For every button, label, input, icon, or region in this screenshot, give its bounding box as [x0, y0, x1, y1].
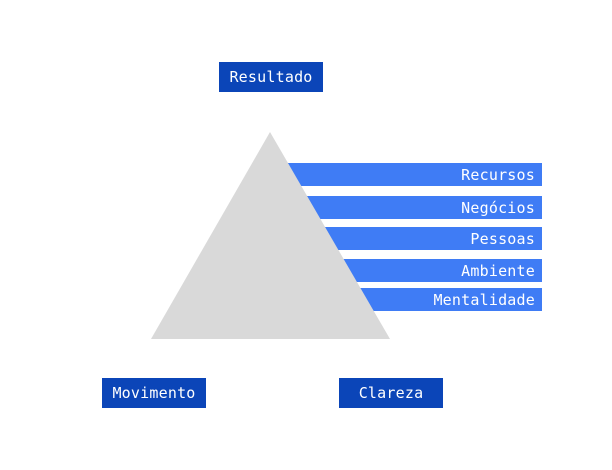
layer-bar-recursos: Recursos — [280, 163, 542, 186]
bottom-left-label: Movimento — [102, 378, 206, 408]
layer-bar-pessoas: Pessoas — [318, 227, 542, 250]
bottom-right-label: Clareza — [339, 378, 443, 408]
layer-bar-mentalidade: Mentalidade — [350, 288, 542, 311]
layer-bar-negocios: Negócios — [300, 196, 542, 219]
triangle-shape — [151, 132, 390, 339]
top-label: Resultado — [219, 62, 323, 92]
layer-bar-ambiente: Ambiente — [335, 259, 542, 282]
